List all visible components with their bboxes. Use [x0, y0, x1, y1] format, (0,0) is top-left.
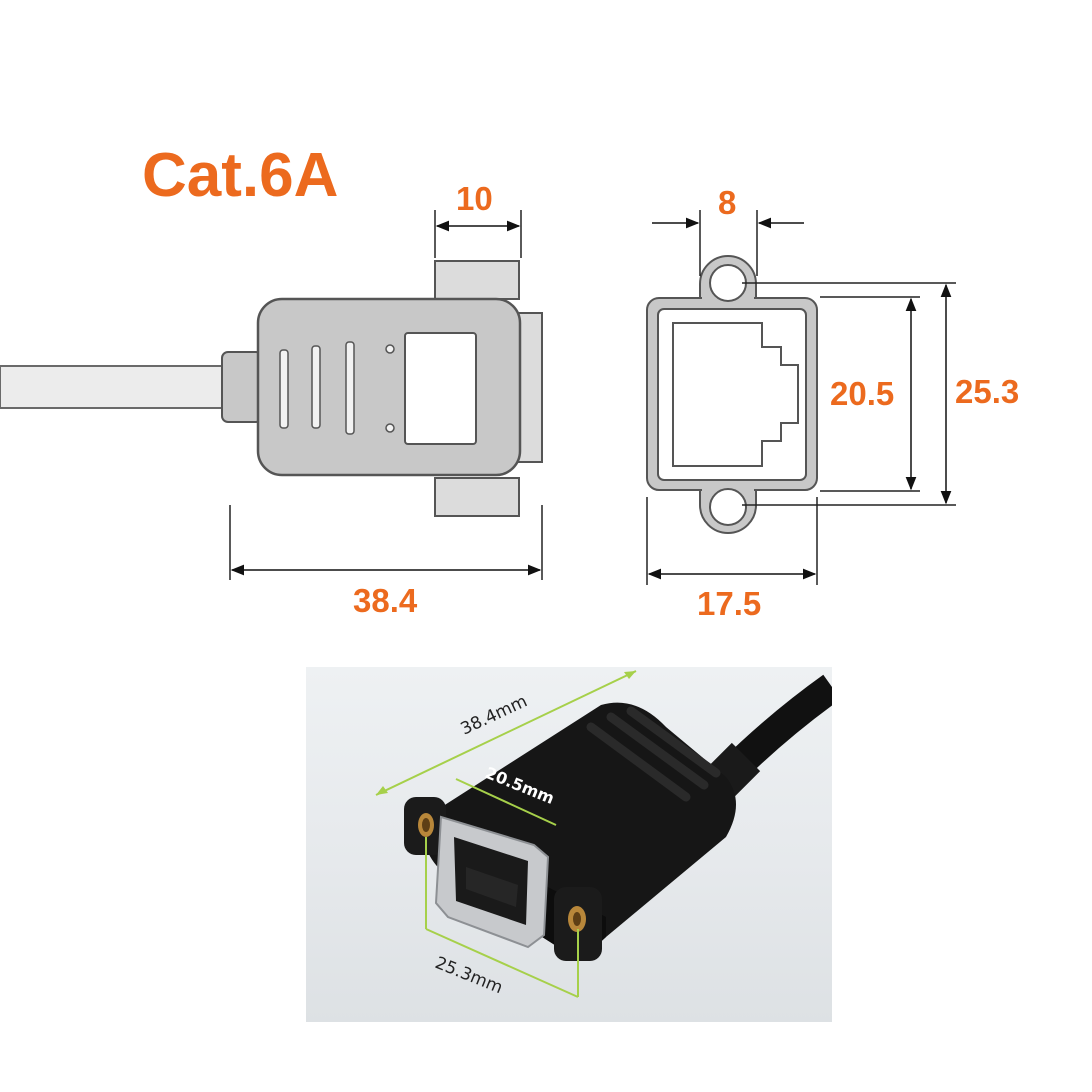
- bottom-ear: [434, 477, 520, 517]
- side-window: [404, 332, 477, 445]
- marker-dot: [385, 344, 395, 354]
- product-photo: 38.4mm 20.5mm 25.3mm: [306, 667, 832, 1022]
- grip-slot: [345, 341, 355, 435]
- marker-dot: [385, 423, 395, 433]
- dim-label-hole-spacing: 8: [718, 184, 737, 221]
- cable: [0, 365, 237, 409]
- grip-slot: [311, 345, 321, 429]
- mount-hole-bottom: [709, 488, 747, 526]
- strain-relief: [221, 351, 263, 423]
- technical-drawing: [0, 210, 956, 585]
- dim-label-length: 38.4: [353, 582, 418, 619]
- mount-hole-top: [709, 264, 747, 302]
- connector-body: [256, 297, 522, 477]
- photo-measure-inner: [455, 778, 557, 826]
- photo-measure-length: [375, 670, 637, 796]
- product-title: Cat.6A: [142, 141, 339, 210]
- dim-label-front-width: 17.5: [697, 585, 762, 622]
- rj45-port: [672, 322, 799, 467]
- side-view: [0, 210, 543, 580]
- grip-slot: [279, 349, 289, 429]
- front-view: [646, 210, 956, 585]
- top-ear: [434, 260, 520, 300]
- dim-label-width: 10: [456, 180, 493, 217]
- dim-label-outer-height: 25.3: [955, 373, 1020, 410]
- dim-label-inner-height: 20.5: [830, 375, 895, 412]
- photo-label-length: 38.4mm: [458, 691, 531, 739]
